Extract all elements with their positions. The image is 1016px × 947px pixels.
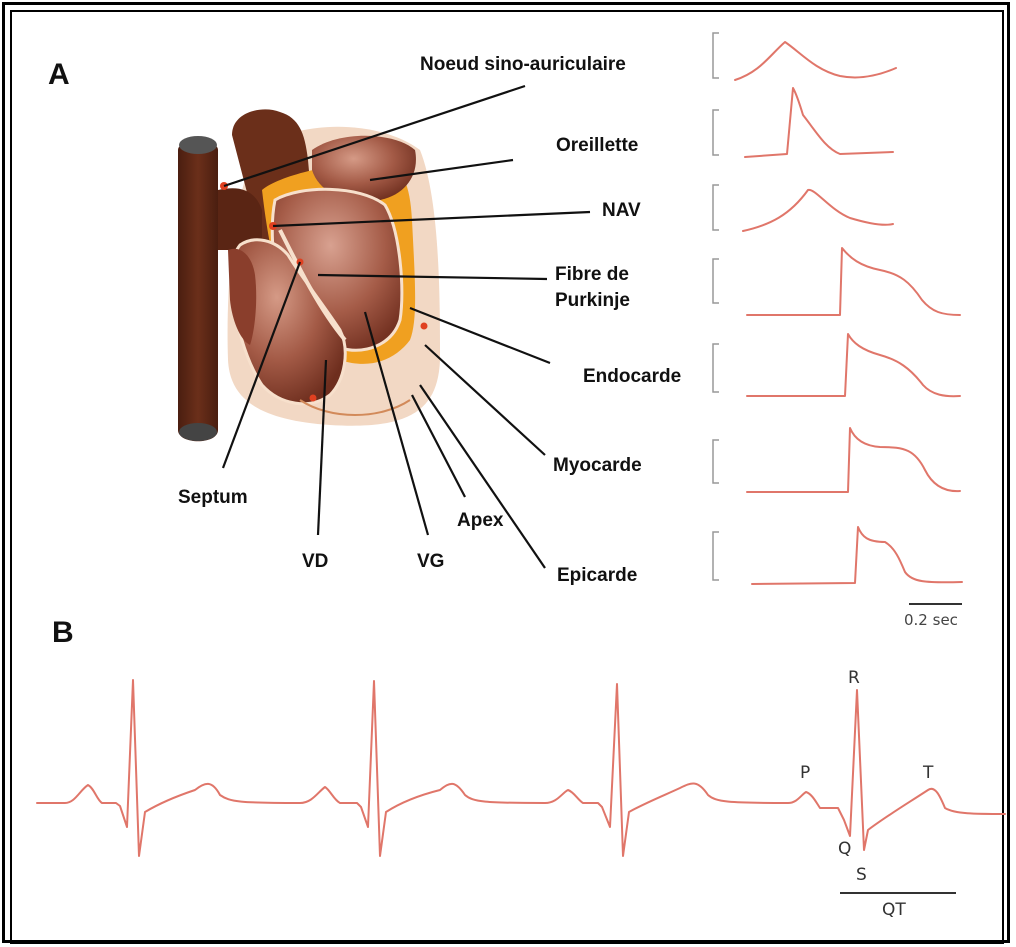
label-purkinje-line1: Fibre de — [555, 264, 629, 285]
label-left-ventricle: VG — [417, 551, 444, 572]
heart-illustration — [178, 109, 440, 441]
apex-dot — [310, 395, 317, 402]
ap-atrium — [713, 88, 893, 157]
ecg-label-p: P — [800, 763, 810, 783]
vessel-bottom-opening — [179, 423, 217, 441]
ecg-label-t: T — [922, 763, 934, 783]
vena-cava — [178, 141, 218, 441]
ap-sinoatrial — [713, 33, 896, 80]
ecg-label-qt: QT — [882, 900, 906, 920]
vessel-top-opening — [179, 136, 217, 154]
endocardium-dot — [421, 323, 428, 330]
ap-myocardium — [713, 428, 960, 492]
label-sinoatrial-node: Noeud sino-auriculaire — [420, 54, 626, 75]
ap-purkinje — [713, 248, 960, 315]
ap-endocardium — [713, 334, 960, 396]
ap-epicardium — [713, 527, 962, 584]
scale-bar-label: 0.2 sec — [904, 611, 958, 629]
ecg-label-r: R — [848, 668, 860, 688]
label-atrium: Oreillette — [556, 135, 638, 156]
ap-avnode — [713, 185, 893, 231]
label-right-ventricle: VD — [302, 551, 328, 572]
label-purkinje-line2: Purkinje — [555, 290, 630, 311]
ecg-label-q: Q — [838, 839, 851, 859]
label-myocardium: Myocarde — [553, 455, 642, 476]
ecg-label-s: S — [856, 865, 867, 885]
action-potentials — [713, 33, 962, 584]
ecg-trace — [37, 680, 1005, 856]
label-apex: Apex — [457, 510, 504, 531]
label-epicardium: Epicarde — [557, 565, 637, 586]
label-septum: Septum — [178, 487, 248, 508]
label-endocardium: Endocarde — [583, 366, 681, 387]
label-av-node: NAV — [602, 200, 641, 221]
ecg-strip: R P T Q S QT — [37, 668, 1005, 920]
panel-label-a: A — [48, 58, 70, 91]
panel-label-b: B — [52, 616, 74, 649]
